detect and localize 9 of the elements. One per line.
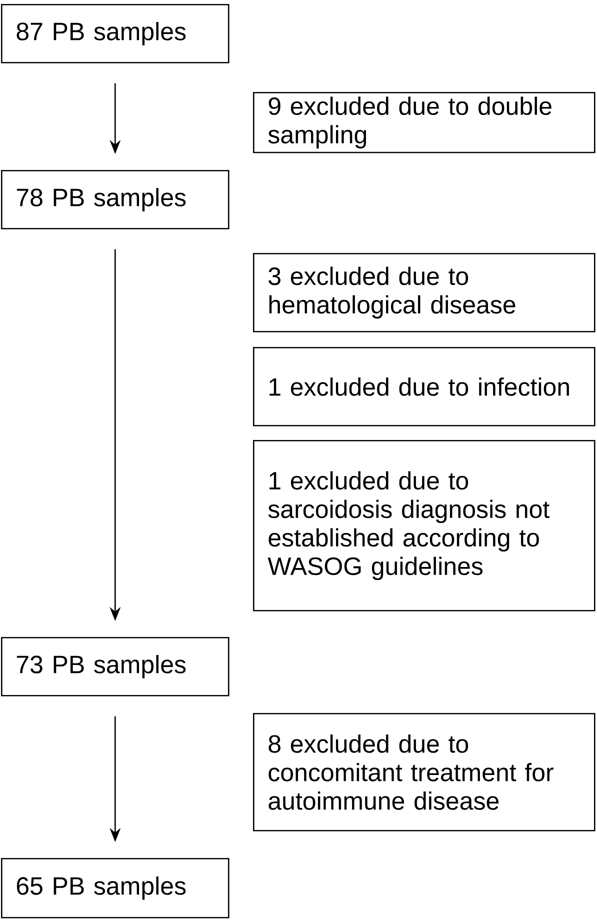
count-box: 65 PB samples	[1, 858, 230, 918]
exclusion-box: 9 excluded due to double sampling	[253, 92, 596, 154]
exclusion-box: 1 excluded due to sarcoidosis diagnosis not established according to WASOG guidelines	[253, 440, 596, 612]
count-box: 78 PB samples	[1, 170, 230, 230]
exclusion-box: 3 excluded due to hematological disease	[253, 253, 596, 332]
exclusion-box: 1 excluded due to infection	[253, 347, 596, 426]
count-box: 87 PB samples	[1, 4, 230, 64]
exclusion-box: 8 excluded due to concomitant treatment for autoimmune disease	[253, 713, 596, 832]
count-box: 73 PB samples	[1, 637, 230, 696]
